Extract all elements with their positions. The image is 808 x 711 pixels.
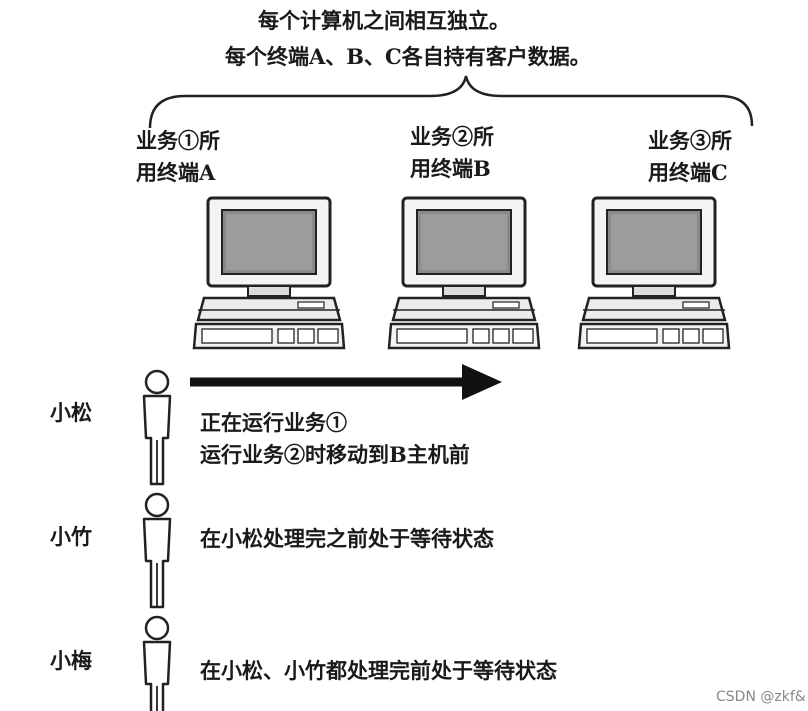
person-1-icon (142, 369, 172, 486)
person-2-status-1: 在小松处理完之前处于等待状态 (200, 526, 494, 551)
terminal-a-label-1: 业务①所 (136, 128, 220, 153)
terminal-b-label-2: 用终端B (410, 156, 491, 181)
person-1-status-1: 正在运行业务① (200, 410, 347, 435)
grouping-brace (148, 75, 754, 129)
terminal-c-label-1: 业务③所 (648, 128, 732, 153)
computer-b-icon (387, 196, 541, 350)
header-line-1: 每个计算机之间相互独立。 (258, 8, 510, 33)
person-2-name: 小竹 (50, 524, 92, 549)
terminal-a-label-2: 用终端A (136, 160, 216, 185)
person-1-name: 小松 (50, 400, 92, 425)
computer-a-icon (192, 196, 346, 350)
computer-c-icon (577, 196, 731, 350)
header-line-2: 每个终端A、B、C各自持有客户数据。 (225, 44, 591, 69)
person-2-icon (142, 492, 172, 609)
person-3-icon (142, 615, 172, 711)
move-arrow-icon (190, 364, 502, 400)
terminal-c-label-2: 用终端C (648, 160, 728, 185)
person-3-name: 小梅 (50, 648, 92, 673)
person-1-status-2: 运行业务②时移动到B主机前 (200, 442, 470, 467)
watermark: CSDN @zkf& (716, 689, 806, 705)
terminal-b-label-1: 业务②所 (410, 124, 494, 149)
person-3-status-1: 在小松、小竹都处理完前处于等待状态 (200, 658, 557, 683)
